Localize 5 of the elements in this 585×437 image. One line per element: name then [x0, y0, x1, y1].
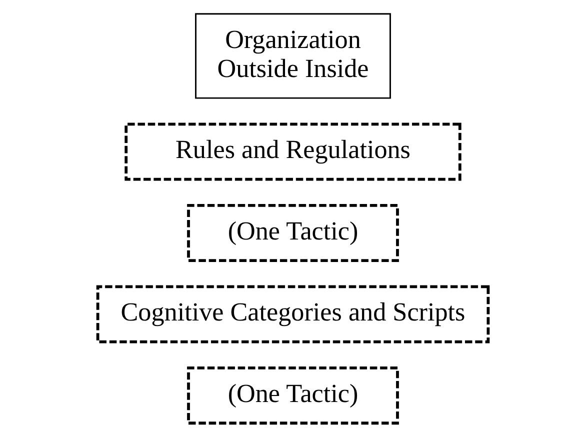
node-box: Cognitive Categories and Scripts: [96, 285, 490, 344]
node-box: Organization Outside Inside: [194, 13, 390, 99]
node-box: (One Tactic): [186, 204, 398, 262]
node-box: (One Tactic): [186, 366, 398, 425]
node-box: Rules and Regulations: [124, 122, 461, 181]
